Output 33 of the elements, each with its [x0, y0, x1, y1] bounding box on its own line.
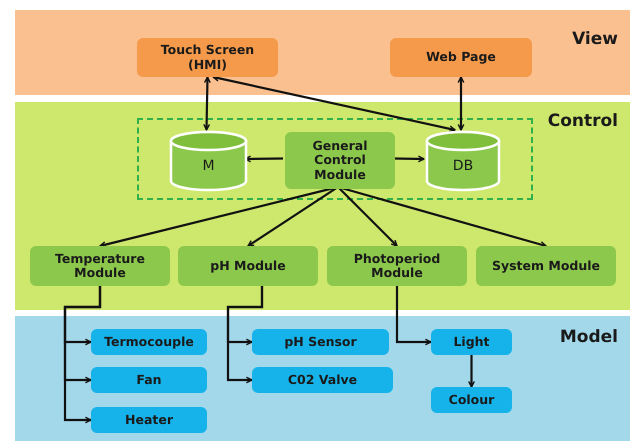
layer-band	[15, 102, 630, 310]
module-box: pH Sensor	[252, 329, 389, 355]
module-box: Web Page	[390, 38, 532, 77]
arrow	[392, 155, 425, 162]
module-group-frame	[137, 118, 533, 200]
layer-heading: Control	[548, 112, 618, 132]
module-box: System Module	[476, 246, 616, 286]
storage-cylinder: M	[170, 132, 247, 190]
module-box: Fan	[91, 367, 207, 393]
module-box: Photoperiod Module	[327, 246, 467, 286]
module-box: Colour	[431, 387, 512, 413]
arrow	[458, 76, 464, 131]
arrow	[337, 186, 398, 247]
storage-cylinder: DB	[426, 132, 500, 190]
module-box: Light	[431, 329, 512, 355]
module-box: Heater	[91, 407, 207, 433]
module-box: Touch Screen (HMI)	[137, 38, 278, 77]
layer-band	[15, 316, 630, 441]
arrow	[396, 286, 432, 346]
arrow	[226, 286, 264, 384]
module-box: General Control Module	[285, 132, 395, 189]
layer-heading: View	[572, 30, 618, 50]
module-box: Termocouple	[91, 329, 207, 355]
module-box: C02 Valve	[252, 367, 393, 393]
layer-band	[15, 10, 630, 95]
module-box: Temperature Module	[30, 246, 170, 286]
layer-heading: Model	[560, 328, 618, 348]
arrow	[468, 355, 475, 388]
arrow	[247, 186, 339, 247]
module-box: pH Module	[178, 246, 318, 286]
arrow	[64, 286, 102, 424]
arrow	[203, 76, 211, 131]
arrow	[212, 74, 456, 132]
